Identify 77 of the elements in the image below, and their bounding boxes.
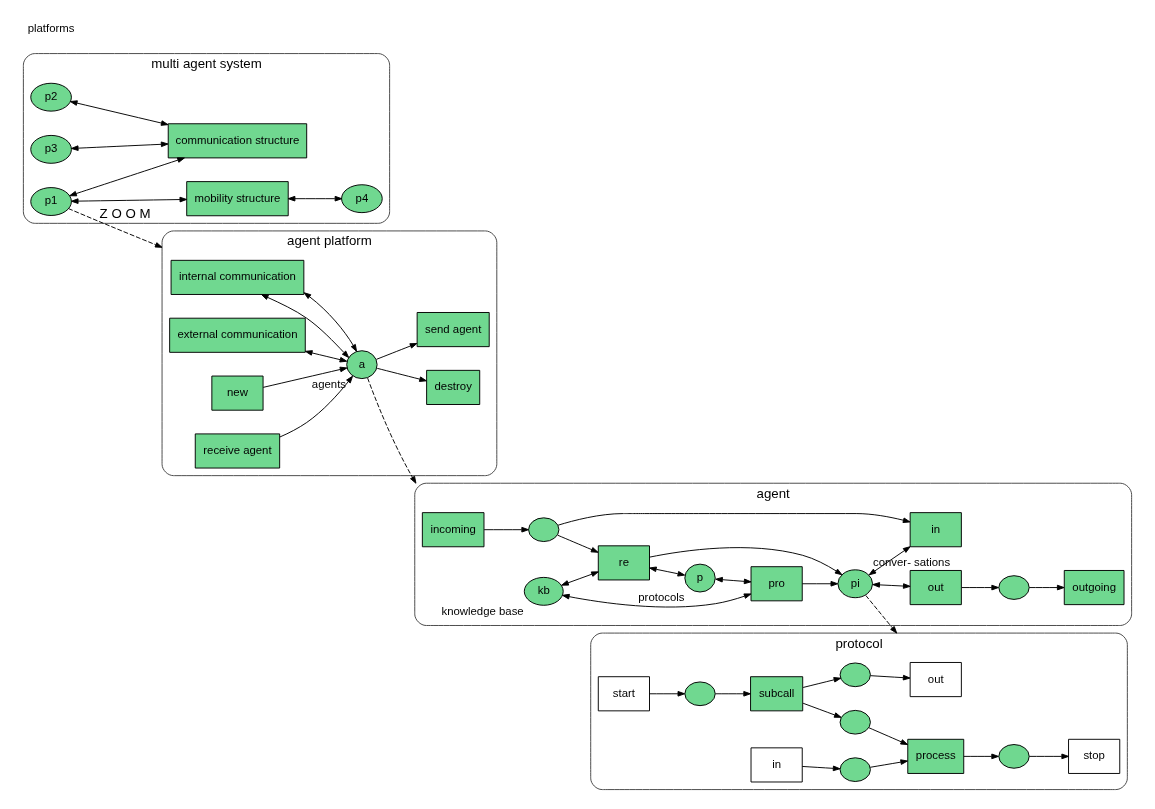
node-circle — [684, 681, 716, 707]
node-circle — [839, 662, 871, 688]
arrow — [801, 580, 839, 587]
arrow — [714, 691, 751, 697]
node-circle: a — [346, 350, 378, 380]
node-box: receive agent — [194, 433, 281, 469]
arrow — [261, 294, 350, 358]
arrow — [869, 759, 908, 768]
node-box: incoming — [421, 512, 485, 548]
arrow — [649, 566, 686, 577]
node-label: agents — [311, 377, 347, 390]
node-ellipse: pi — [837, 569, 874, 599]
node-box: stop — [1068, 738, 1121, 774]
node-label: protocols — [638, 591, 685, 604]
node-circle — [998, 575, 1030, 600]
node-box: in — [750, 747, 803, 783]
arrow — [802, 702, 842, 718]
arrow — [963, 753, 999, 760]
node-ellipse: p2 — [30, 82, 72, 112]
arrow — [872, 582, 911, 589]
arrow — [557, 513, 911, 526]
node-circle — [998, 744, 1030, 769]
arrow — [70, 196, 188, 204]
arrow — [70, 141, 169, 151]
arrow — [557, 534, 599, 553]
arrow — [68, 208, 163, 248]
node-box: destroy — [426, 369, 481, 405]
arrow — [287, 195, 343, 202]
arrow — [865, 595, 898, 634]
arrow — [483, 526, 529, 533]
node-box: external communication — [169, 317, 306, 353]
arrow — [1028, 584, 1065, 591]
node-circle — [839, 757, 871, 782]
node-box: out — [909, 570, 962, 606]
arrow — [376, 367, 427, 382]
node-box: communication structure — [167, 123, 308, 159]
node-ellipse: p3 — [30, 134, 72, 164]
node-box: internal communication — [170, 259, 305, 295]
arrow — [69, 157, 185, 197]
arrow — [801, 765, 841, 772]
node-box: in — [909, 512, 962, 548]
arrow — [961, 584, 999, 591]
node-ellipse: p4 — [341, 184, 383, 214]
node-box: pro — [750, 566, 803, 602]
node-label: knowledge base — [441, 604, 524, 617]
node-box: re — [597, 545, 650, 581]
arrow — [870, 674, 911, 681]
arrow — [375, 343, 418, 360]
label: platforms — [27, 21, 75, 34]
node-box: process — [907, 738, 965, 774]
node-circle: p — [684, 563, 716, 593]
node-box: new — [211, 375, 264, 411]
arrow — [69, 100, 169, 126]
arrow — [367, 377, 417, 484]
node-box: subcall — [750, 676, 804, 712]
arrow — [649, 691, 686, 697]
arrow — [561, 571, 599, 586]
node-box: mobility structure — [186, 181, 289, 217]
node-circle — [528, 517, 560, 543]
node-ellipse: p1 — [30, 187, 72, 216]
arrow — [1028, 753, 1069, 760]
arrow — [802, 677, 842, 688]
node-box: start — [597, 676, 650, 712]
arrow — [262, 366, 348, 388]
arrow — [303, 292, 358, 352]
node-box: send agent — [416, 312, 490, 348]
arrow — [649, 547, 843, 576]
node-ellipse: kb — [523, 576, 564, 606]
arrow — [868, 727, 909, 745]
edge-label: Z O O M — [99, 205, 151, 221]
node-box: outgoing — [1063, 570, 1125, 606]
node-circle — [839, 709, 871, 735]
arrow — [279, 375, 353, 438]
node-box: out — [909, 662, 962, 698]
arrow — [304, 350, 348, 363]
arrow — [562, 593, 752, 608]
arrow — [715, 576, 752, 585]
